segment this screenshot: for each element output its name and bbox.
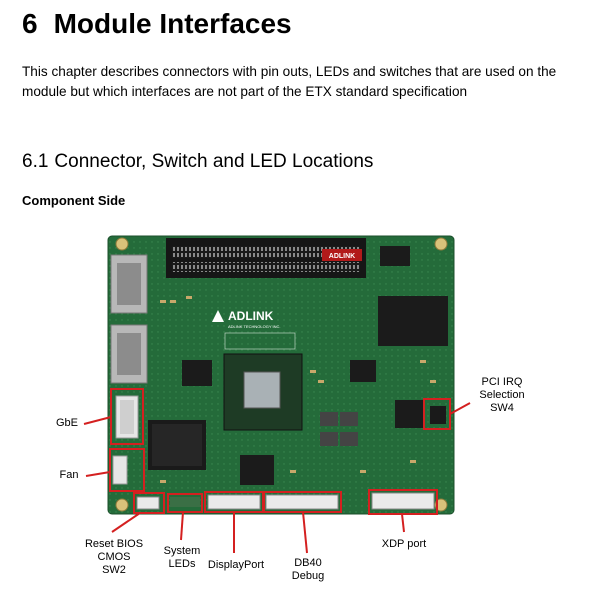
chip-right-mid bbox=[395, 400, 425, 428]
db40-line bbox=[303, 512, 307, 553]
callout-reset-bios: Reset BIOS CMOS SW2 bbox=[80, 538, 148, 577]
chip-center-bottom bbox=[240, 455, 274, 485]
fan-line bbox=[86, 472, 110, 476]
chip-right-top bbox=[378, 296, 448, 346]
callout-displayport: DisplayPort bbox=[206, 559, 266, 572]
fan-connector bbox=[113, 456, 127, 484]
callout-pci-irq: PCI IRQ Selection SW4 bbox=[470, 376, 534, 415]
board-brand-sub: ADLINK TECHNOLOGY INC. bbox=[228, 324, 281, 329]
displayport-connector bbox=[208, 495, 260, 509]
reset-line bbox=[112, 513, 140, 532]
chip-center-left bbox=[182, 360, 212, 386]
chip-small-1 bbox=[320, 412, 338, 426]
reset-switch bbox=[137, 497, 159, 509]
callout-fan: Fan bbox=[54, 469, 84, 482]
system-leds bbox=[170, 497, 200, 507]
leds-line bbox=[181, 512, 183, 540]
callout-gbe: GbE bbox=[52, 417, 82, 430]
xdp-connector bbox=[372, 493, 434, 509]
pci-irq-switch bbox=[430, 406, 446, 424]
db40-connector bbox=[266, 495, 338, 509]
callout-xdp: XDP port bbox=[372, 538, 436, 551]
board-brand: ADLINK bbox=[228, 309, 274, 323]
chip-small-4 bbox=[340, 432, 358, 446]
chip-small-2 bbox=[340, 412, 358, 426]
callout-db40: DB40 Debug bbox=[286, 557, 330, 583]
xdp-line bbox=[402, 514, 404, 532]
chip-small-6 bbox=[380, 246, 410, 266]
chip-small-3 bbox=[320, 432, 338, 446]
gbe-line bbox=[84, 417, 111, 424]
connector-logo: ADLINK bbox=[329, 253, 355, 260]
callout-system-leds: System LEDs bbox=[157, 545, 207, 571]
chip-small-5 bbox=[350, 360, 376, 382]
